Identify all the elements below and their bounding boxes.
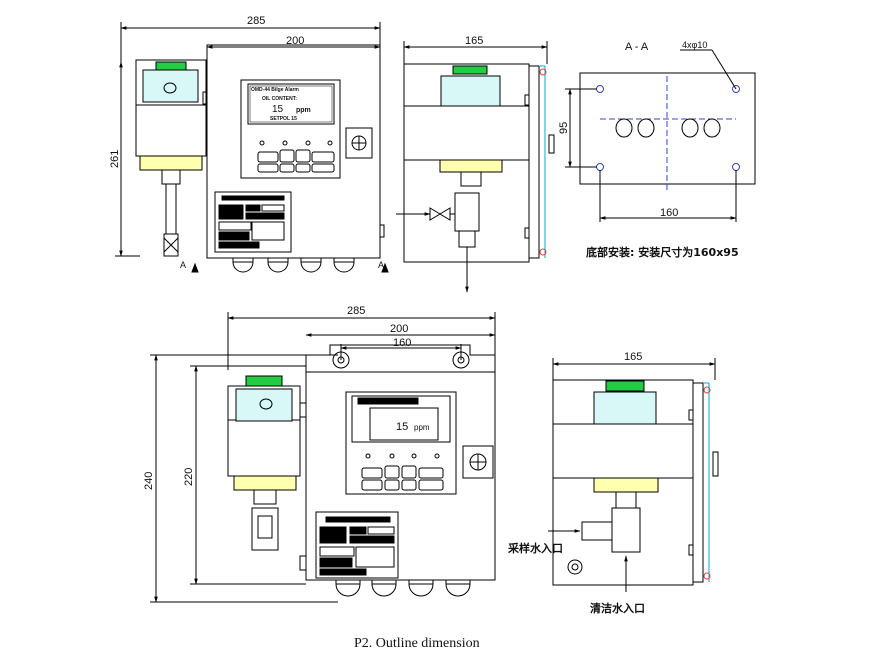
bottom-front-height-overall: 240 [143,472,155,490]
top-front-width-body: 200 [286,35,304,47]
bottom-front-height-body: 220 [183,468,195,486]
panel-reading: 15 [272,104,284,115]
bottom-panel-reading: 15 [396,421,408,433]
section-aa-note: 底部安装: 安装尺寸为160x95 [586,245,739,259]
section-aa-width: 160 [660,207,678,219]
top-side-width: 165 [465,35,483,47]
figure-caption: P2. Outline dimension [354,636,480,651]
bottom-front-view [150,312,496,603]
panel-oil-content-label: OIL CONTENT: [262,96,297,102]
top-front-height: 261 [109,150,121,168]
bottom-side-width: 165 [624,351,642,363]
section-aa-label: A - A [625,41,649,53]
panel-unit: ppm [296,107,311,114]
top-front-view [115,22,389,273]
sample-water-inlet-label: 采样水入口 [507,541,563,555]
bottom-front-width-body: 200 [390,323,408,335]
section-marker-a-right: A [378,260,384,270]
section-aa-view [565,49,756,222]
bottom-side-view [548,358,719,592]
top-side-view [396,41,555,293]
bottom-front-width-holes: 160 [393,337,411,349]
top-front-width-overall: 285 [247,15,265,27]
section-marker-a-left: A [180,260,186,270]
clean-water-inlet-label: 清洁水入口 [590,601,645,615]
section-aa-holes: 4xφ10 [682,40,707,50]
bottom-panel-unit: ppm [414,423,430,432]
panel-model: OMD-44 Bilge Alarm [251,87,299,93]
bottom-front-width-overall: 285 [347,305,365,317]
section-aa-height: 95 [558,122,570,134]
panel-setpoint: SETPOL 15 [270,116,297,122]
